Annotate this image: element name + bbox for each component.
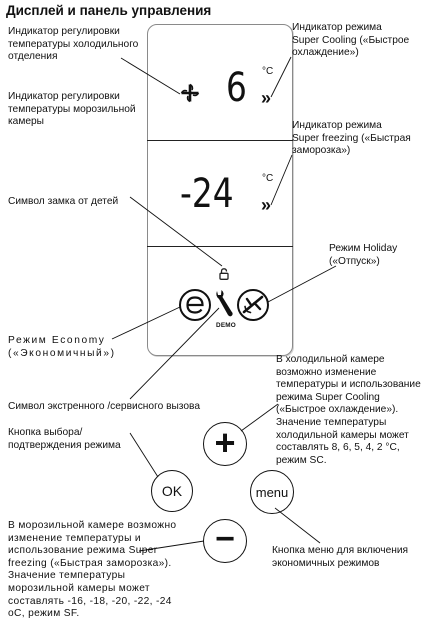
super-freezing-chevron-icon: »: [261, 195, 271, 215]
fridge-temperature-value: 6: [226, 65, 247, 111]
padlock-icon: [219, 268, 229, 280]
wrench-icon: [216, 290, 233, 317]
super-freezing-label: Индикатор режима Super freezing («Быстра…: [292, 120, 411, 157]
freezer-indicator-label: Индикатор регулировки температуры морози…: [8, 91, 136, 128]
plus-description: В холодильной камере возможно изменение …: [276, 354, 421, 466]
minus-button[interactable]: −: [203, 519, 247, 563]
child-lock-label: Символ замка от детей: [8, 196, 119, 207]
menu-description: Кнопка меню для включения экономичных ре…: [272, 545, 409, 569]
super-cooling-chevron-icon: »: [261, 88, 271, 108]
ok-button-label: Кнопка выбора/ подтверждения режима: [8, 427, 121, 451]
propeller-icon: [180, 83, 200, 103]
ok-button-text: OK: [161, 483, 183, 499]
leader-ok-button: [129, 432, 159, 478]
super-cooling-label: Индикатор режима Super Cooling («Быстрое…: [292, 22, 410, 59]
demo-label: DEMO: [216, 322, 236, 329]
minus-button-label: −: [215, 520, 235, 558]
fridge-unit: °C: [262, 66, 274, 77]
leader-plus-button: [240, 403, 279, 432]
plus-button[interactable]: +: [203, 422, 247, 466]
service-label: Символ экстренного /сервисного вызова: [8, 401, 200, 412]
fridge-indicator-label: Индикатор регулировки температуры холоди…: [8, 26, 139, 63]
economy-e-icon[interactable]: [178, 288, 212, 322]
panel-divider-upper: [147, 140, 293, 142]
page-title: Дисплей и панель управления: [6, 3, 212, 18]
economy-label: Режим Economy («Экономичный»): [8, 335, 116, 359]
airplane-icon[interactable]: [236, 288, 270, 322]
ok-button[interactable]: OK: [151, 470, 193, 512]
panel-divider-lower: [147, 246, 293, 248]
menu-button-text: menu: [255, 484, 289, 500]
freezer-temperature-value: -24: [180, 171, 234, 217]
freezer-unit: °C: [262, 173, 274, 184]
leader-menu-button: [274, 507, 321, 544]
menu-button[interactable]: menu: [250, 470, 294, 514]
holiday-label: Режим Holiday («Отпуск»): [329, 243, 398, 267]
plus-button-label: +: [214, 421, 236, 463]
minus-description: В морозильной камере возможно изменение …: [8, 520, 177, 620]
